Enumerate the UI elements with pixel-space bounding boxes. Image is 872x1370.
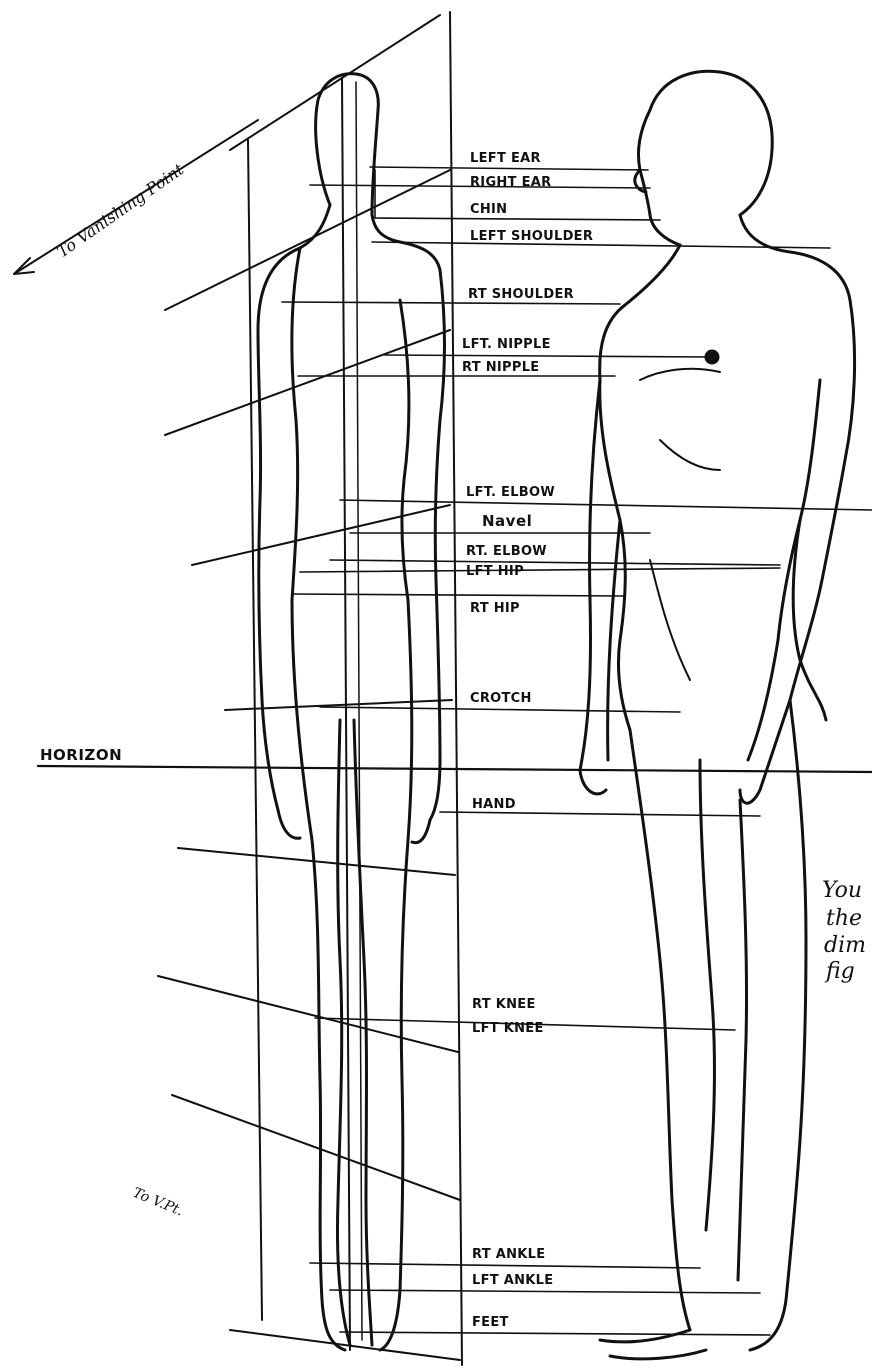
label-crotch: CROTCH	[470, 691, 532, 706]
label-feet: FEET	[472, 1315, 509, 1330]
label-left-ear: LEFT EAR	[470, 151, 541, 166]
label-lft-knee: LFT KNEE	[472, 1021, 544, 1036]
arrow-top-label: To Vanishing Point	[53, 159, 187, 261]
label-lft-nipple: LFT. NIPPLE	[462, 337, 551, 352]
arrow-bottom-label: To V.Pt.	[131, 1185, 186, 1220]
label-rt-knee: RT KNEE	[472, 997, 536, 1012]
label-rt-nipple: RT NIPPLE	[462, 360, 539, 375]
label-rt-ankle: RT ANKLE	[472, 1247, 545, 1262]
label-chin: CHIN	[470, 202, 507, 217]
side-note-line-2: the	[826, 906, 862, 931]
label-rt-shoulder: RT SHOULDER	[468, 287, 574, 302]
landmark-lines	[282, 167, 872, 1335]
label-right-ear: RIGHT EAR	[470, 175, 551, 190]
side-note-line-4: fig	[824, 959, 855, 984]
label-lft-hip: LFT HIP	[466, 564, 524, 579]
arrow-top-label-group: To Vanishing Point	[53, 159, 187, 261]
landmark-labels: LEFT EAR RIGHT EAR CHIN LEFT SHOULDER RT…	[462, 151, 593, 1330]
label-left-shoulder: LEFT SHOULDER	[470, 229, 593, 244]
picture-plane	[230, 12, 462, 1365]
label-navel: Navel	[482, 512, 532, 530]
label-rt-elbow: RT. ELBOW	[466, 544, 547, 559]
label-lft-elbow: LFT. ELBOW	[466, 485, 555, 500]
horizon-line	[38, 766, 872, 772]
label-rt-hip: RT HIP	[470, 601, 520, 616]
front-view-figure	[580, 71, 855, 1359]
side-note-line-1: You	[822, 878, 862, 903]
horizon-label: HORIZON	[40, 746, 122, 764]
back-view-figure	[258, 74, 445, 1350]
label-hand: HAND	[472, 797, 516, 812]
perspective-lines	[158, 170, 460, 1200]
side-note-line-3: dim	[824, 933, 866, 958]
label-lft-ankle: LFT ANKLE	[472, 1273, 553, 1288]
side-note: You the dim fig	[822, 878, 866, 984]
arrow-bottom-label-group: To V.Pt.	[131, 1185, 186, 1220]
